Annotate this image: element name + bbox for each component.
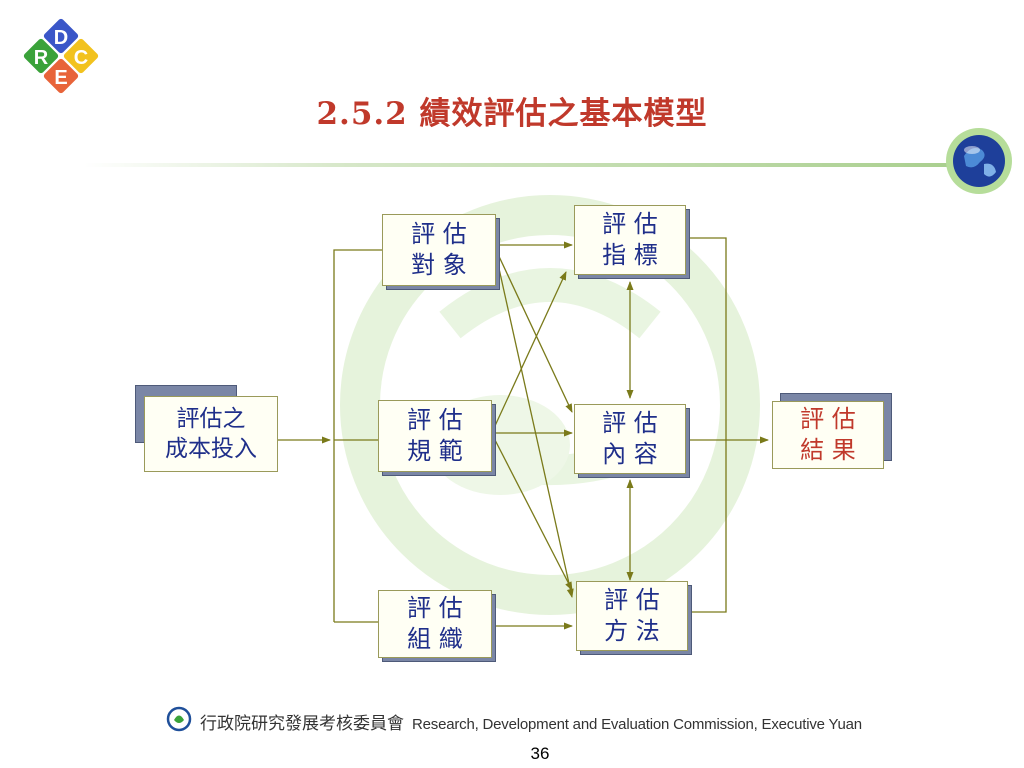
footer-organization: 行政院研究發展考核委員會 Research, Development and Ev… [200,709,862,734]
edge-bus-to-object [333,249,382,622]
logo-tile-e [41,56,81,96]
node-object: 評 估 對 象 [382,214,496,286]
node-result: 評 估 結 果 [772,401,884,469]
commission-logo-icon [166,706,192,732]
footer-org-en: Research, Development and Evaluation Com… [412,716,862,733]
rdec-logo: R D E C [21,16,101,96]
node-input: 評估之 成本投入 [144,396,278,472]
footer-org-zh: 行政院研究發展考核委員會 [200,714,404,734]
slide-title: 2.5.2 績效評估之基本模型 [316,96,708,132]
logo-letter-r: R [34,47,49,69]
node-content: 評 估 內 容 [574,404,686,474]
logo-letter-e: E [54,67,67,89]
logo-letter-d: D [54,27,68,49]
node-norm: 評 估 規 範 [378,400,492,472]
node-org: 評 估 組 織 [378,590,492,658]
node-indicator: 評 估 指 標 [574,205,686,275]
globe-icon [946,128,1012,194]
edge-indicator-to-rightbus [688,237,727,613]
logo-letter-c: C [74,47,88,69]
edge-norm-to-indicator [493,271,567,429]
page-number: 36 [530,744,550,763]
title-divider [84,163,964,167]
edge-object-to-content [495,249,573,413]
node-method: 評 估 方 法 [576,581,688,651]
edge-object-to-method [495,254,574,598]
edge-norm-to-method [493,437,573,591]
